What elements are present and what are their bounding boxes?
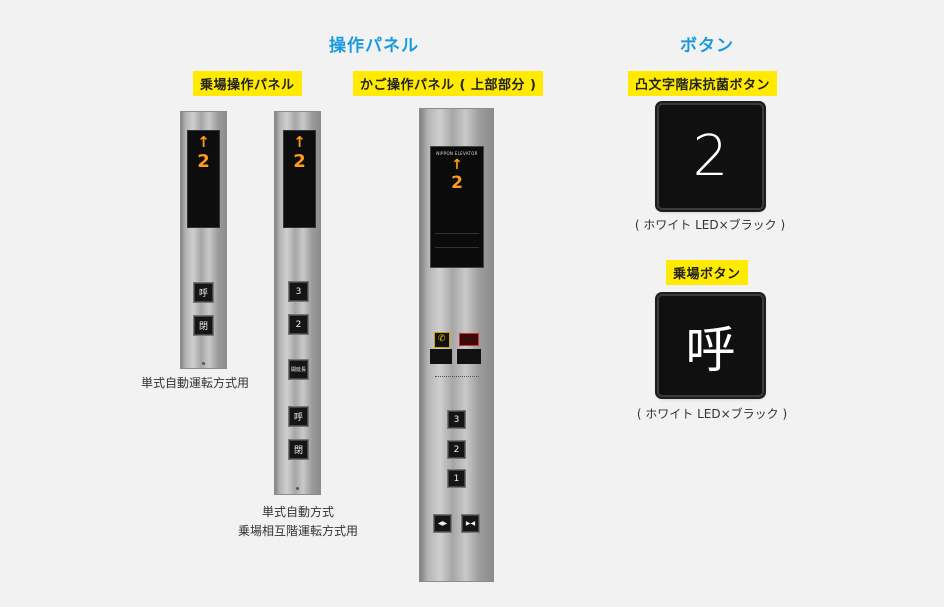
- keyhole: [202, 362, 205, 365]
- floor-3-button[interactable]: 3: [448, 411, 465, 428]
- up-arrow-icon: ↑: [293, 133, 306, 151]
- alarm-indicator: [459, 333, 479, 346]
- call-button[interactable]: 呼: [289, 407, 308, 426]
- hall-panel-single: ↑ 2 呼 閉: [180, 111, 227, 369]
- floor-3-button[interactable]: 3: [289, 282, 308, 301]
- phone-icon: ✆: [438, 334, 446, 344]
- floor-1-button[interactable]: 1: [448, 470, 465, 487]
- mutual-caption-line1: 単式自動方式: [261, 505, 334, 519]
- mutual-caption: 単式自動方式 乗場相互階運転方式用: [228, 503, 368, 541]
- position-indicator: ↑ 2: [283, 130, 316, 228]
- single-auto-caption: 単式自動運転方式用: [141, 376, 250, 390]
- close-button[interactable]: 閉: [289, 440, 308, 459]
- floor-number: 2: [451, 173, 463, 193]
- button-title: ボタン: [680, 36, 734, 56]
- hall-call-button[interactable]: 呼: [659, 296, 762, 395]
- floor-number: 2: [293, 151, 306, 172]
- door-open-button[interactable]: ◀▶: [434, 515, 451, 532]
- door-close-button[interactable]: ▶◀: [462, 515, 479, 532]
- up-arrow-icon: ↑: [197, 133, 210, 151]
- mutual-caption-line2: 乗場相互階運転方式用: [237, 524, 358, 538]
- brand-text: NIPPON ELEVATOR: [436, 151, 478, 156]
- close-button[interactable]: 閉: [194, 316, 213, 335]
- keyhole: [296, 487, 299, 490]
- car-panel-label: かご操作パネル ( 上部部分 ): [353, 71, 544, 96]
- hall-color-caption: ( ホワイト LED×ブラック ): [636, 407, 788, 421]
- up-arrow-icon: ↑: [451, 157, 463, 173]
- floor-2-button[interactable]: 2: [448, 441, 465, 458]
- hall-button-label: 乗場ボタン: [666, 260, 748, 285]
- divider: [435, 247, 479, 248]
- car-display: NIPPON ELEVATOR ↑ 2: [430, 146, 484, 268]
- operation-panel-title: 操作パネル: [329, 36, 419, 56]
- divider: [435, 233, 479, 234]
- car-panel: NIPPON ELEVATOR ↑ 2 ✆ 3 2 1 ◀▶ ▶◀: [419, 108, 494, 582]
- instruction-plate: [457, 349, 481, 364]
- floor-2-button[interactable]: 2: [289, 315, 308, 334]
- braille-strip: [435, 376, 479, 378]
- door-hold-button[interactable]: 開延長: [289, 360, 308, 379]
- position-indicator: ↑ 2: [187, 130, 220, 228]
- braille-floor-button[interactable]: 2: [659, 105, 762, 208]
- interphone-icon[interactable]: ✆: [434, 332, 450, 348]
- braille-color-caption: ( ホワイト LED×ブラック ): [634, 218, 786, 232]
- call-button[interactable]: 呼: [194, 283, 213, 302]
- hall-panel-mutual: ↑ 2 3 2 開延長 呼 閉: [274, 111, 321, 495]
- hall-panel-label: 乗場操作パネル: [193, 71, 302, 96]
- instruction-plate: [430, 349, 452, 364]
- braille-button-label: 凸文字階床抗菌ボタン: [628, 71, 778, 96]
- floor-number: 2: [197, 151, 210, 172]
